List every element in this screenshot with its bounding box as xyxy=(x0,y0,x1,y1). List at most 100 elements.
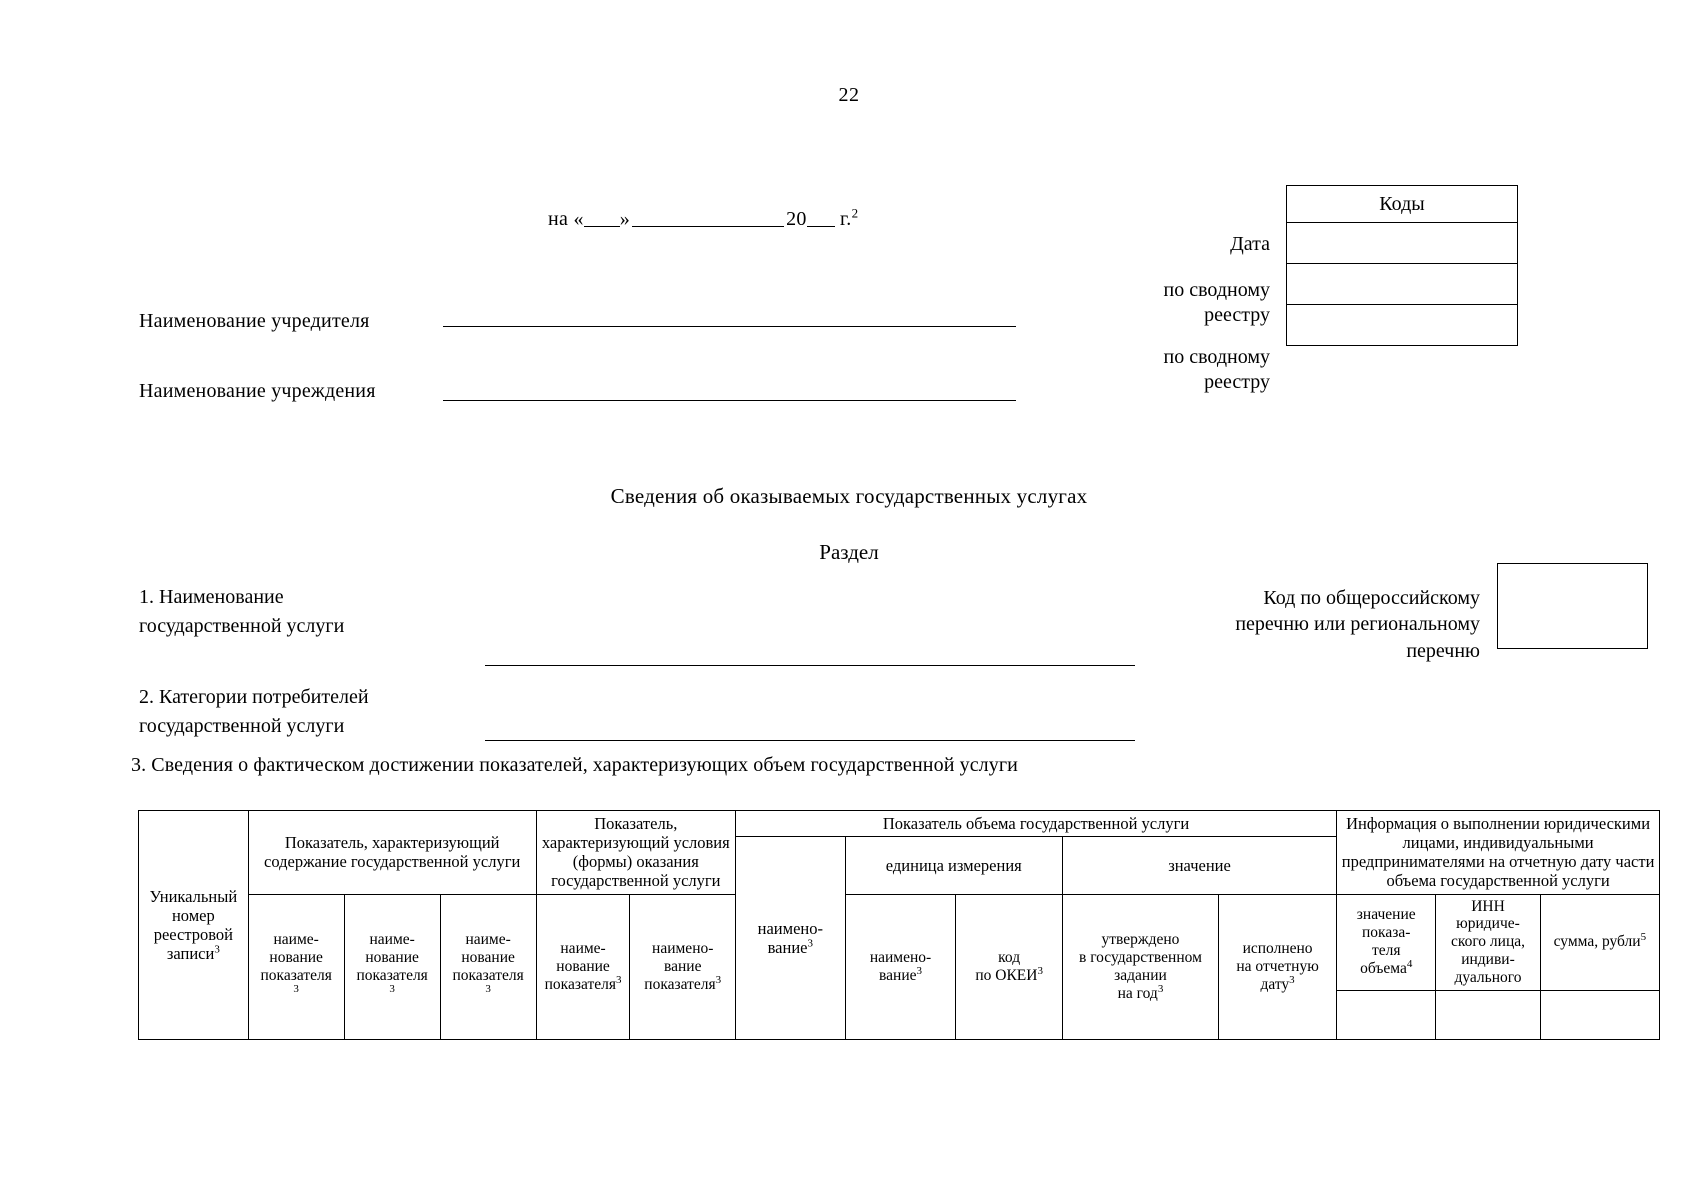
th-executed-l2: на отчетную xyxy=(1236,957,1319,975)
th-volume-value-l1: значение xyxy=(1356,906,1416,924)
th-volume-name-text: наимено-вание xyxy=(757,919,823,958)
codes-label-registry-1: по сводному реестру xyxy=(1050,278,1270,328)
item-1-line2: государственной услуги xyxy=(139,615,345,637)
cell-sum[interactable] xyxy=(1539,990,1661,1041)
page-title: Сведения об оказываемых государственных … xyxy=(610,484,1088,508)
table-row xyxy=(139,990,1661,1041)
th-sum: сумма, рубли5 xyxy=(1539,893,1661,992)
codes-value-registry-1[interactable] xyxy=(1286,263,1518,305)
codes-label-registry-2-line1: по сводному xyxy=(1163,346,1270,368)
th-indicator-5-l3: показателя xyxy=(644,975,716,993)
month-blank[interactable] xyxy=(632,210,785,227)
th-approved-fn: 3 xyxy=(1157,982,1164,995)
perechen-code-label: Код по общероссийскому перечню или регио… xyxy=(1150,585,1480,664)
th-volume-name: наимено-вание3 xyxy=(734,836,846,1041)
th-unit-name-fn: 3 xyxy=(916,964,923,977)
th-inn-l2: юридиче- xyxy=(1456,915,1520,933)
item-2-line1: 2. Категории потребителей xyxy=(139,686,369,708)
codes-value-registry-2[interactable] xyxy=(1286,304,1518,346)
th-volume-name-fn: 3 xyxy=(807,937,814,950)
codes-table: Коды xyxy=(1286,185,1518,346)
th-indicator-2-l2: нование xyxy=(365,948,419,966)
th-unit-name: наимено- вание3 xyxy=(844,893,957,1041)
year-blank[interactable] xyxy=(806,210,835,227)
perechen-line3: перечню xyxy=(1406,639,1480,662)
th-indicator-3-l2: нование xyxy=(461,948,515,966)
th-volume-value: значение показа- теля объема4 xyxy=(1336,893,1437,992)
th-inn-l4: индиви- xyxy=(1461,951,1515,969)
th-executed-fn: 3 xyxy=(1289,973,1295,986)
th-volume-value-fn: 4 xyxy=(1406,958,1413,971)
th-value-group: значение xyxy=(1061,836,1338,895)
th-executed-l3: дату xyxy=(1260,975,1290,993)
th-condition-group: Показатель, характеризующий условия (фор… xyxy=(535,810,736,895)
th-executed: исполнено на отчетную дату3 xyxy=(1217,893,1338,1041)
codes-row-registry-1 xyxy=(1286,263,1518,305)
th-okei-l2: по ОКЕИ xyxy=(975,966,1038,984)
th-executed-l1: исполнено xyxy=(1242,939,1313,957)
date-prefix: на « xyxy=(548,208,584,230)
th-sum-text: сумма, рубли xyxy=(1553,933,1641,951)
codes-label-registry-2-line2: реестру xyxy=(1204,371,1270,393)
th-okei-l1: код xyxy=(998,948,1021,966)
th-indicator-3-fn: 3 xyxy=(485,982,491,995)
th-indicator-2-l1: наиме- xyxy=(369,930,415,948)
codes-table-head-row: Коды xyxy=(1286,185,1518,223)
th-okei-code: код по ОКЕИ3 xyxy=(955,893,1063,1041)
report-date-line: на «»20 г.2 xyxy=(548,205,859,231)
codes-value-date[interactable] xyxy=(1286,222,1518,264)
th-unit-name-l1: наимено- xyxy=(869,948,932,966)
th-unit-group: единица измерения xyxy=(844,836,1063,895)
codes-label-date: Дата xyxy=(1230,233,1270,255)
th-indicator-3: наиме- нование показателя 3 xyxy=(439,893,537,1041)
th-approved-l1: утверждено xyxy=(1101,930,1180,948)
th-unique-number: Уникальный номер реестровой записи3 xyxy=(138,809,249,1041)
th-indicator-4: наиме- нование показателя3 xyxy=(535,893,631,1041)
th-indicator-3-l1: наиме- xyxy=(465,930,511,948)
institution-name-input[interactable] xyxy=(443,400,1016,401)
th-unit-name-l2: вание xyxy=(879,966,917,984)
th-indicator-1-l3: показателя xyxy=(260,966,332,984)
item-2-input[interactable] xyxy=(485,740,1135,741)
volume-indicators-table: Уникальный номер реестровой записи3 Пока… xyxy=(138,809,1661,1041)
founder-name-input[interactable] xyxy=(443,326,1016,327)
th-volume-group: Показатель объема государственной услуги xyxy=(734,809,1338,838)
th-indicator-1-l2: нование xyxy=(269,948,323,966)
date-mid: » xyxy=(619,208,631,230)
codes-label-registry-2: по сводному реестру xyxy=(1050,345,1270,395)
item-1-input[interactable] xyxy=(485,665,1135,666)
item-2-line2: государственной услуги xyxy=(139,715,345,737)
item-1-line1: 1. Наименование xyxy=(139,586,284,608)
th-indicator-2-fn: 3 xyxy=(389,982,395,995)
item-3-heading: 3. Сведения о фактическом достижении пок… xyxy=(131,754,1018,776)
th-content-group: Показатель, характеризующий содержание г… xyxy=(247,810,537,895)
th-indicator-1-fn: 3 xyxy=(293,982,299,995)
th-inn: ИНН юридиче- ского лица, индиви- дуально… xyxy=(1435,893,1541,992)
th-inn-l3: ского лица, xyxy=(1450,933,1526,951)
table-header-row-1: Уникальный номер реестровой записи3 Пока… xyxy=(138,809,1660,1041)
perechen-line2: перечню или региональному xyxy=(1235,613,1480,636)
day-blank[interactable] xyxy=(583,210,620,227)
footnote-2: 2 xyxy=(851,205,859,221)
th-approved: утверждено в государственном задании на … xyxy=(1061,893,1220,1041)
th-volume-value-l3: теля xyxy=(1371,942,1401,960)
table-header-row-3: наиме- нование показателя 3 наиме- нован… xyxy=(139,893,1661,1041)
th-indicator-2: наиме- нование показателя 3 xyxy=(343,893,441,1041)
th-indicator-1-l1: наиме- xyxy=(273,930,319,948)
th-okei-fn: 3 xyxy=(1037,964,1043,977)
th-sum-fn: 5 xyxy=(1640,931,1647,944)
th-indicator-3-l3: показателя xyxy=(452,966,524,984)
founder-name-label: Наименование учредителя xyxy=(139,310,370,332)
th-indicator-5-l2: вание xyxy=(663,957,702,975)
th-unique-number-fn: 3 xyxy=(214,943,220,956)
th-indicator-4-fn: 3 xyxy=(615,973,622,986)
codes-label-registry-1-line1: по сводному xyxy=(1163,279,1270,301)
perechen-code-box[interactable] xyxy=(1497,563,1648,649)
cell-volume-value[interactable] xyxy=(1336,990,1437,1041)
th-info-group: Информация о выполнении юридическими лиц… xyxy=(1336,810,1660,895)
th-indicator-4-l1: наиме- xyxy=(560,939,606,957)
th-approved-l3: задании xyxy=(1114,966,1167,984)
cell-inn[interactable] xyxy=(1435,990,1541,1041)
th-approved-l2: в государственном xyxy=(1079,948,1202,966)
